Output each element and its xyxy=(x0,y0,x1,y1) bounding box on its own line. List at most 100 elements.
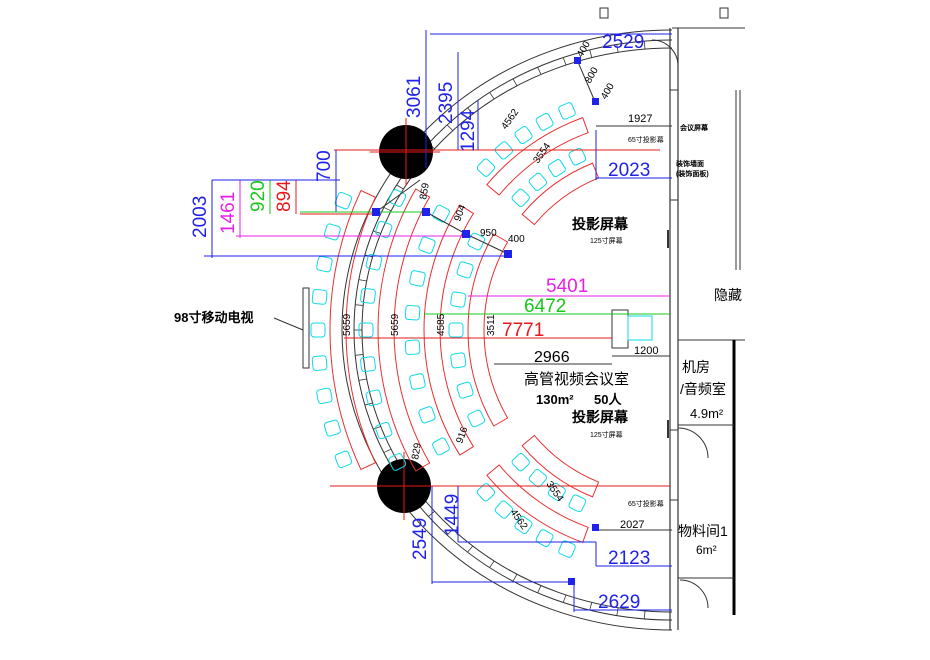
hidden-label: 隐藏 xyxy=(714,287,742,303)
dim-6472: 6472 xyxy=(524,296,566,317)
screen-label-bottom: 投影屏幕 xyxy=(572,409,629,425)
machine-room-1: 机房 xyxy=(682,359,710,375)
seat-icon xyxy=(450,352,467,369)
seat-icon xyxy=(360,287,376,304)
seat-icon xyxy=(432,204,450,223)
dim-2023: 2023 xyxy=(608,160,650,181)
wall-tick xyxy=(383,207,392,212)
seat-icon xyxy=(388,453,407,471)
dim-2123: 2123 xyxy=(608,548,650,569)
dim-1461: 1461 xyxy=(218,192,239,234)
seat-icon xyxy=(528,172,548,191)
dim-gap-916: 916 xyxy=(454,425,470,445)
seating-rows xyxy=(329,116,600,544)
wall-tick xyxy=(358,378,367,381)
seat-icon xyxy=(558,540,576,558)
room-name: 高管视频会议室 xyxy=(524,371,629,388)
dim-2395: 2395 xyxy=(436,82,457,124)
seat-icon xyxy=(456,261,474,279)
wall-tick xyxy=(643,41,646,50)
wall-tick xyxy=(355,354,364,356)
wall-tick xyxy=(643,610,646,619)
seat-icon xyxy=(375,421,393,440)
dim-gap-859: 859 xyxy=(418,182,432,201)
wall-tick xyxy=(616,607,619,616)
seats xyxy=(310,102,587,558)
seat-icon xyxy=(310,322,326,338)
seat-icon xyxy=(535,529,554,548)
dim-gap-829: 829 xyxy=(410,442,424,461)
dim-5401: 5401 xyxy=(546,276,588,297)
seat-icon xyxy=(323,419,341,437)
dim-gap-800: 800 xyxy=(583,65,601,85)
seat-icon xyxy=(311,289,328,305)
dim-gap-950: 950 xyxy=(480,228,497,239)
seat-icon xyxy=(494,500,514,519)
seat-icon xyxy=(316,255,333,273)
screen-label-top: 投影屏幕 xyxy=(572,216,629,232)
seat-icon xyxy=(409,373,426,390)
projector-65-top: 65寸投影幕 xyxy=(628,135,664,144)
seat-icon xyxy=(467,409,486,428)
dim-gap-400-c: 400 xyxy=(508,234,525,245)
wall-tick xyxy=(373,230,381,234)
wall-tick xyxy=(562,594,567,603)
seat-icon xyxy=(535,112,554,131)
wall-tick xyxy=(358,279,367,282)
seat-icon xyxy=(323,223,341,241)
wall-tick xyxy=(355,304,364,306)
dim-920: 920 xyxy=(248,180,269,212)
seat-icon xyxy=(418,236,436,254)
seat-icon xyxy=(432,437,450,456)
wall-tick xyxy=(616,44,619,53)
dim-2027: 2027 xyxy=(620,519,644,531)
screen-top-right-3: (装饰面板) xyxy=(676,169,709,178)
row-arc xyxy=(486,464,589,544)
wall-tick xyxy=(446,529,454,536)
row-arc xyxy=(423,204,475,456)
seat-icon xyxy=(448,322,464,338)
storage-area: 6m² xyxy=(696,543,717,557)
dim-row-4585: 4585 xyxy=(436,313,447,336)
dim-1294: 1294 xyxy=(458,109,479,152)
wall-tick xyxy=(589,602,593,611)
seat-icon xyxy=(311,355,328,371)
seat-icon xyxy=(404,339,421,356)
dim-2549: 2549 xyxy=(410,518,431,560)
screen-size-top: 125寸屏幕 xyxy=(590,236,623,245)
dim-gap-400-b: 400 xyxy=(599,81,617,101)
seat-icon xyxy=(528,469,548,488)
wall-tick xyxy=(489,560,495,568)
column-top xyxy=(370,118,440,186)
wall-tick xyxy=(467,545,474,553)
seat-icon xyxy=(418,406,436,424)
seat-icon xyxy=(558,102,576,120)
dim-7771: 7771 xyxy=(502,320,544,341)
dim-row-4562-top: 4562 xyxy=(499,107,521,132)
dim-row-3554-bot: 3554 xyxy=(544,479,566,504)
markers xyxy=(372,57,599,585)
wall-tick xyxy=(396,184,404,190)
seat-icon xyxy=(547,159,566,178)
wall-tick xyxy=(562,57,567,66)
seat-icon xyxy=(409,270,426,287)
seat-icon xyxy=(365,253,383,271)
wall-tick xyxy=(467,107,474,115)
seat-icon xyxy=(316,387,333,405)
seat-icon xyxy=(365,389,383,407)
wall-tick xyxy=(489,92,495,100)
projector-65-bottom: 65寸投影幕 xyxy=(628,499,664,508)
seat-icon xyxy=(467,232,486,251)
row-arc xyxy=(467,233,509,427)
row-arc xyxy=(329,189,377,471)
row-arc xyxy=(486,116,589,196)
dim-row-4562-bot: 4562 xyxy=(508,507,530,532)
dim-gap-904: 904 xyxy=(452,203,468,223)
dim-894: 894 xyxy=(274,180,295,212)
seat-icon xyxy=(334,450,353,469)
seat-icon xyxy=(514,125,533,145)
wall-tick xyxy=(537,67,542,75)
seat-icon xyxy=(450,291,467,308)
seat-icon xyxy=(456,381,474,399)
